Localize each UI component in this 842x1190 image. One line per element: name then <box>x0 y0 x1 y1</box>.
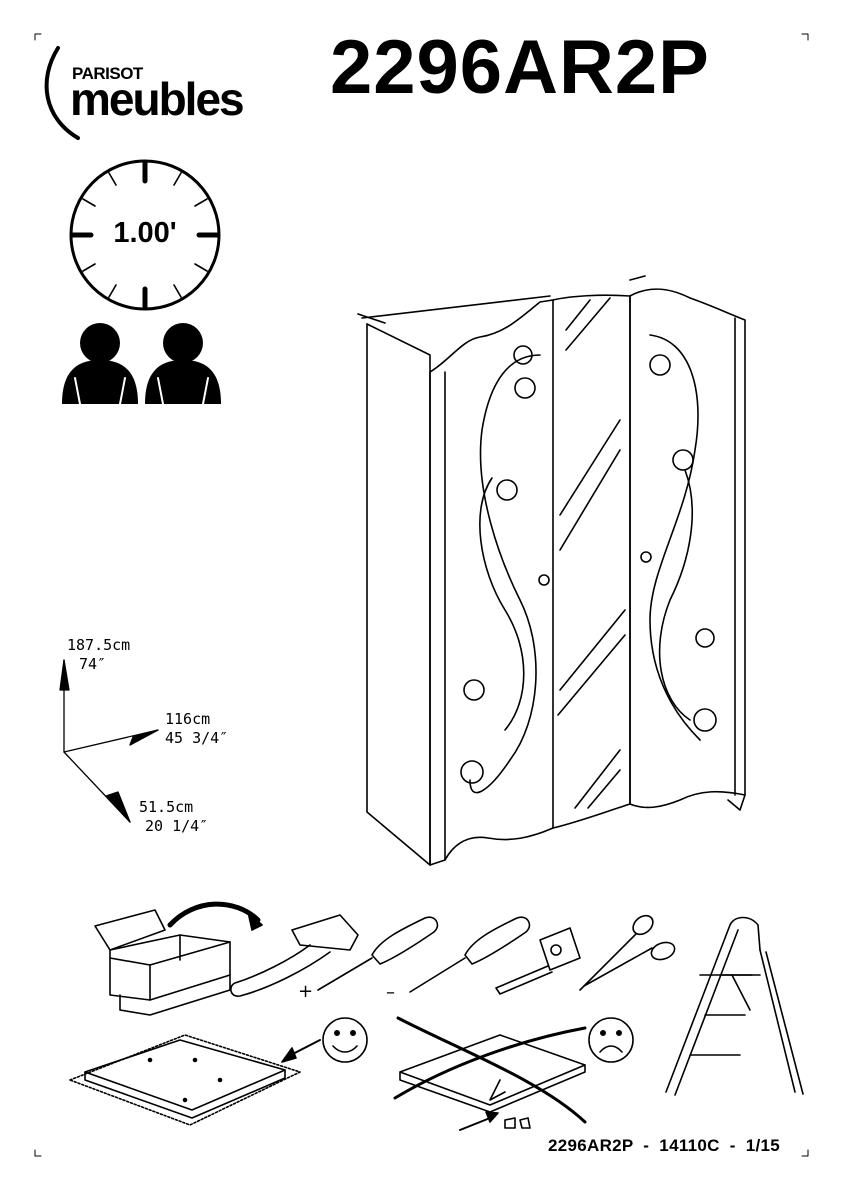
depth-inch: 20 1/4″ <box>139 817 208 836</box>
crop-marks <box>35 34 808 1156</box>
wardrobe-illustration <box>358 276 745 865</box>
flat-mark: – <box>386 982 395 1003</box>
width-cm: 116cm <box>165 710 228 729</box>
depth-cm: 51.5cm <box>139 798 208 817</box>
brand-name-line2: meubles <box>70 76 243 122</box>
toolbox-icon <box>95 910 230 1015</box>
cross-out-icon <box>395 1018 585 1122</box>
depth-dimension: 51.5cm 20 1/4″ <box>139 798 208 836</box>
width-inch: 45 3/4″ <box>165 729 228 748</box>
stepladder-icon <box>666 918 803 1096</box>
two-persons-icon <box>62 323 221 404</box>
height-inch: 74″ <box>67 655 130 674</box>
assembly-duration: 1.00' <box>100 217 190 250</box>
hammer-icon <box>231 915 358 996</box>
width-dimension: 116cm 45 3/4″ <box>165 710 228 748</box>
happy-face-icon <box>323 1018 367 1062</box>
phillips-screwdriver-icon <box>318 917 437 990</box>
tape-measure-icon <box>496 928 580 994</box>
sad-face-icon <box>589 1018 633 1062</box>
product-reference-title: 2296AR2P <box>330 30 710 106</box>
height-dimension: 187.5cm 74″ <box>67 636 130 674</box>
panel-on-carpet-illustration <box>70 1035 300 1125</box>
footer-reference: 2296AR2P - 14110C - 1/15 <box>548 1136 780 1156</box>
height-cm: 187.5cm <box>67 636 130 655</box>
scissors-icon <box>580 912 677 990</box>
phillips-mark: + <box>298 981 313 1002</box>
curved-arrow-icon <box>170 904 258 925</box>
